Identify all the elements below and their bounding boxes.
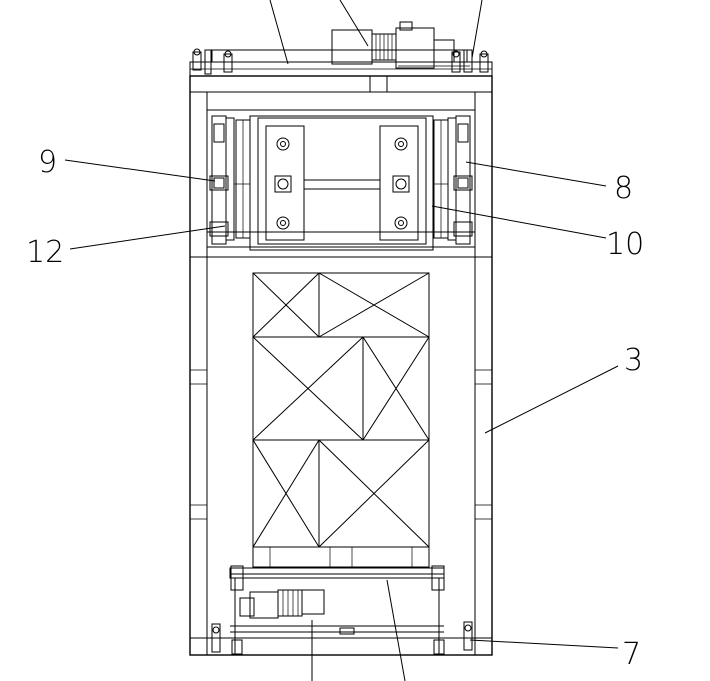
main-frame — [189, 75, 493, 656]
leader-lines — [64, 0, 619, 681]
top-drive-assembly — [189, 21, 493, 92]
top-motor-icon — [331, 29, 373, 65]
bottom-motor-icon — [277, 589, 303, 617]
bottom-drive-assembly — [211, 565, 473, 655]
callout-10: 10 — [606, 227, 644, 262]
callout-labels: 9 12 8 10 3 7 — [26, 145, 644, 672]
callout-12: 12 — [26, 235, 64, 270]
callout-3: 3 — [624, 343, 643, 378]
callout-9: 9 — [38, 145, 57, 180]
callout-8: 8 — [614, 171, 633, 206]
load-block — [252, 272, 430, 568]
upper-carriage — [207, 109, 475, 251]
callout-7: 7 — [622, 637, 641, 672]
